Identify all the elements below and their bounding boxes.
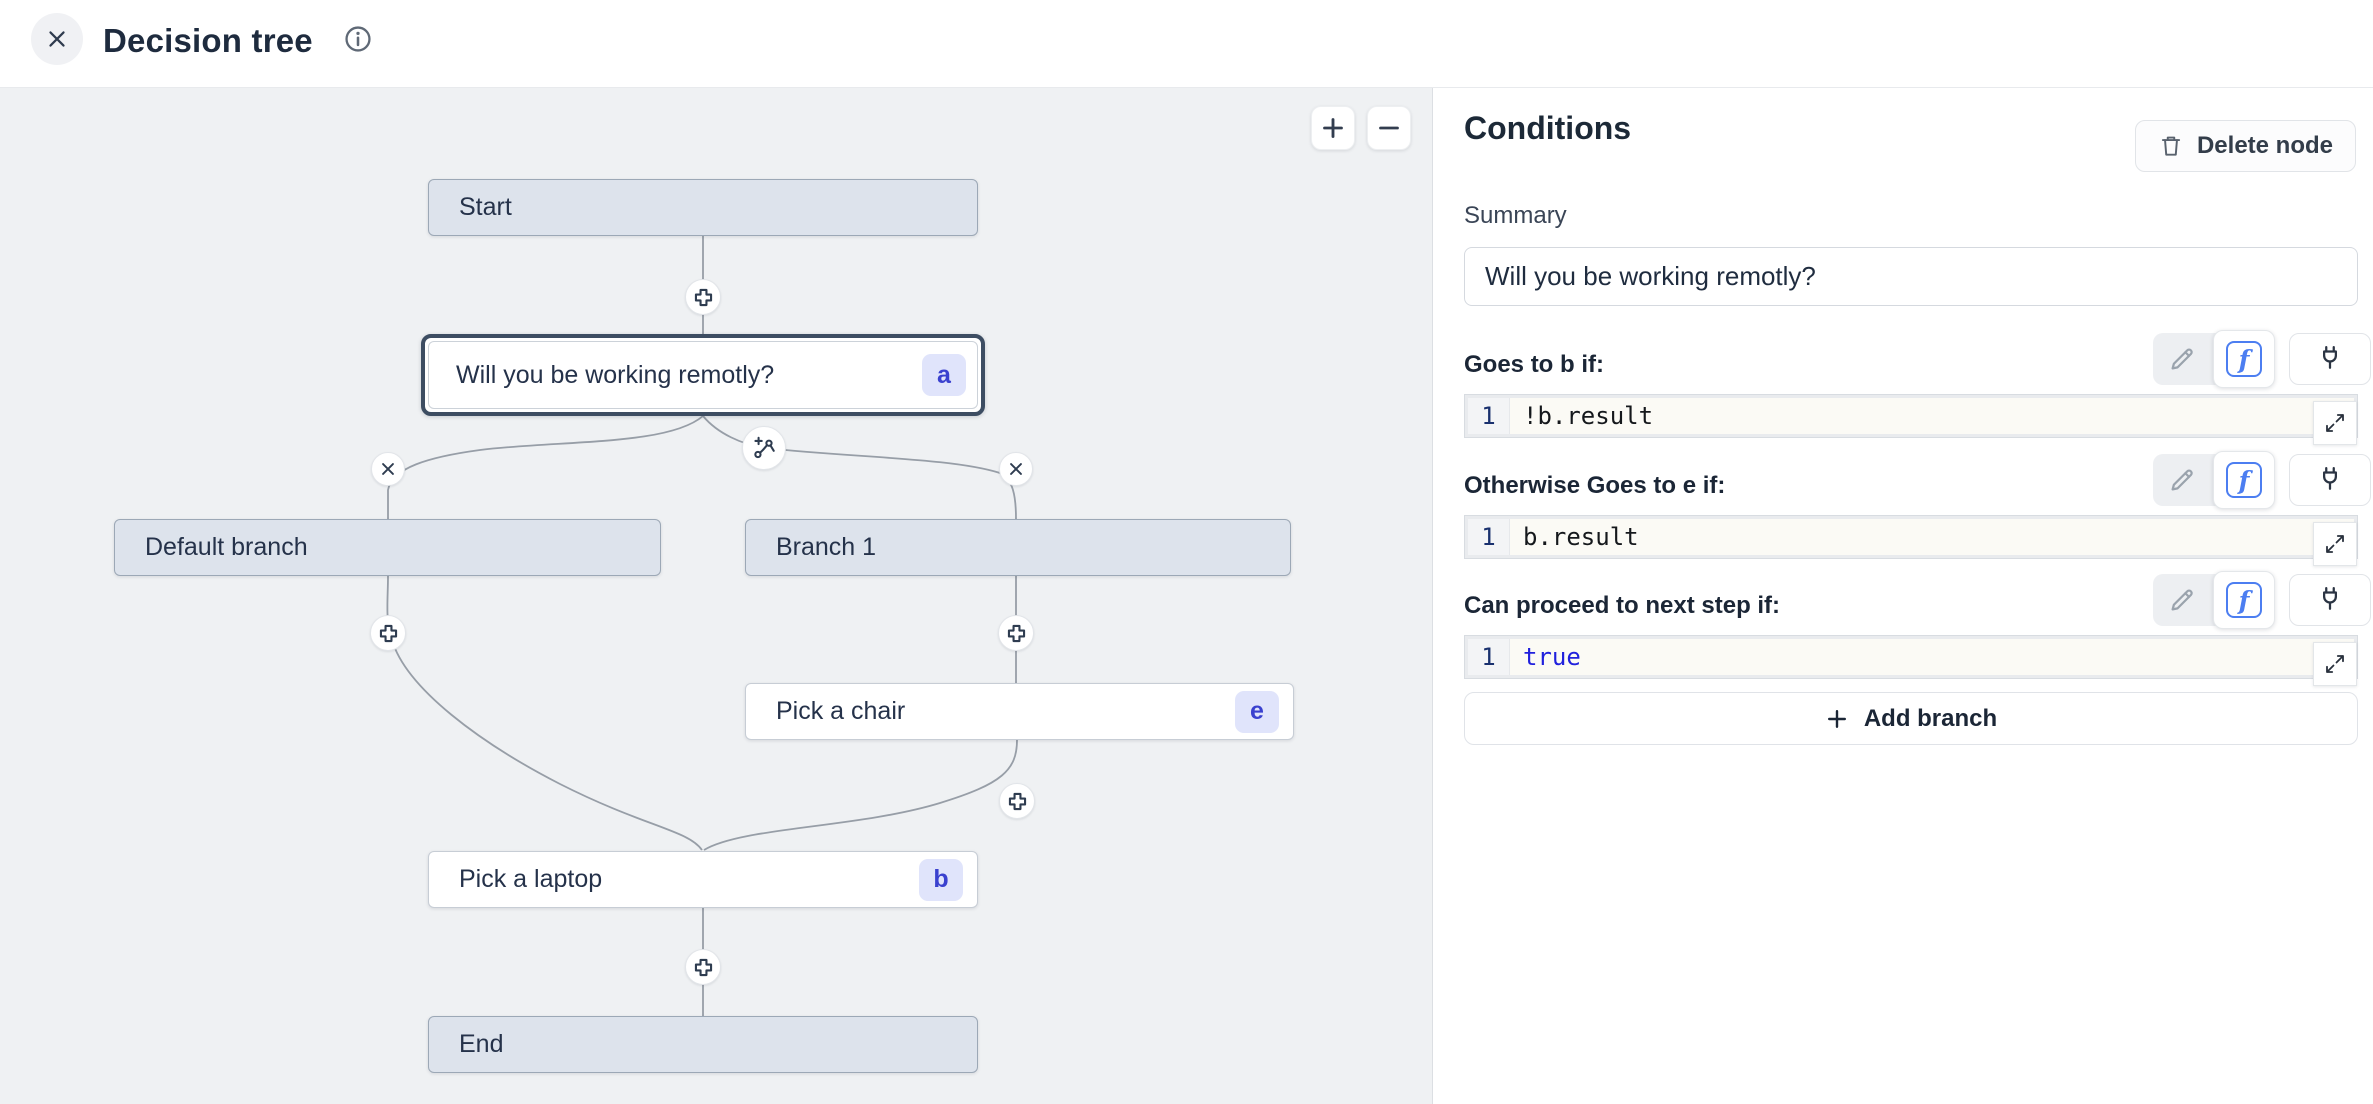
function-mode-button[interactable]: f xyxy=(2213,451,2275,509)
summary-label: Summary xyxy=(1464,202,1567,229)
node-pick-chair[interactable]: Pick a chair e xyxy=(745,683,1294,740)
trash-icon xyxy=(2161,136,2181,156)
pencil-icon[interactable] xyxy=(2167,344,2197,374)
node-end[interactable]: End xyxy=(428,1016,978,1073)
code-text[interactable]: b.result xyxy=(1510,519,2354,555)
line-number: 1 xyxy=(1468,398,1510,434)
code-text[interactable]: !b.result xyxy=(1510,398,2354,434)
plug-icon xyxy=(2323,587,2337,610)
editor-mode-toggle[interactable]: f xyxy=(2153,451,2275,509)
expand-arrows-icon xyxy=(2326,655,2344,673)
delete-branch-button[interactable] xyxy=(371,452,405,486)
condition-goes-to-b: f Goes to b if: 1 !b.result xyxy=(1464,330,2371,445)
plus-outline-icon xyxy=(1008,792,1026,810)
zoom-in-button[interactable] xyxy=(1311,106,1355,150)
close-button[interactable] xyxy=(31,13,83,65)
plus-outline-icon xyxy=(694,288,712,306)
connect-button[interactable] xyxy=(2289,574,2371,626)
fx-icon: f xyxy=(2226,341,2262,377)
x-icon xyxy=(382,463,394,475)
close-icon xyxy=(49,31,65,47)
expand-arrows-icon xyxy=(2326,414,2344,432)
code-editor[interactable]: 1 true xyxy=(1464,635,2358,686)
node-start[interactable]: Start xyxy=(428,179,978,236)
node-label: Pick a chair xyxy=(776,697,906,725)
expand-editor-button[interactable] xyxy=(2313,642,2357,686)
add-branch-label: Add branch xyxy=(1863,704,1998,732)
condition-label: Goes to b if: xyxy=(1464,351,1604,378)
add-branch-button[interactable]: Add branch xyxy=(1464,692,2358,745)
condition-can-proceed: f Can proceed to next step if: 1 true xyxy=(1464,571,2371,686)
expand-arrows-icon xyxy=(2326,535,2344,553)
plug-icon xyxy=(2323,467,2337,490)
plus-outline-icon xyxy=(1007,624,1025,642)
connect-button[interactable] xyxy=(2289,454,2371,506)
node-label: End xyxy=(459,1030,504,1058)
add-node-button[interactable] xyxy=(999,783,1035,819)
add-node-button[interactable] xyxy=(685,949,721,985)
code-editor[interactable]: 1 b.result xyxy=(1464,515,2358,566)
node-label: Default branch xyxy=(145,533,308,561)
page-title: Decision tree xyxy=(103,22,313,59)
add-node-button[interactable] xyxy=(370,615,406,651)
pencil-icon[interactable] xyxy=(2167,465,2197,495)
branch-plus-icon xyxy=(754,436,775,459)
fx-icon: f xyxy=(2226,582,2262,618)
add-branch-split-button[interactable] xyxy=(742,426,786,470)
node-badge: b xyxy=(919,858,963,901)
function-mode-button[interactable]: f xyxy=(2213,330,2275,388)
code-text[interactable]: true xyxy=(1510,639,2354,675)
delete-node-button[interactable]: Delete node xyxy=(2134,120,2356,172)
node-badge: e xyxy=(1235,690,1279,733)
flow-canvas[interactable]: Start Will you be working remotly? a Def… xyxy=(0,88,1433,1104)
delete-node-label: Delete node xyxy=(2196,132,2333,159)
connect-button[interactable] xyxy=(2289,333,2371,385)
condition-goes-to-e: f Otherwise Goes to e if: 1 b.result xyxy=(1464,451,2371,566)
x-icon xyxy=(1010,463,1022,475)
node-label: Start xyxy=(459,193,512,221)
node-default-branch[interactable]: Default branch xyxy=(114,519,661,576)
conditions-panel: Conditions Delete node Summary xyxy=(1433,88,2373,1104)
editor-mode-toggle[interactable]: f xyxy=(2153,330,2275,388)
panel-title: Conditions xyxy=(1464,110,1632,146)
node-question-selected[interactable]: Will you be working remotly? a xyxy=(421,334,985,416)
fx-icon: f xyxy=(2226,462,2262,498)
expand-editor-button[interactable] xyxy=(2313,522,2357,566)
node-label: Will you be working remotly? xyxy=(456,360,775,389)
plus-icon xyxy=(1827,709,1846,728)
plug-icon xyxy=(2323,346,2337,369)
expand-editor-button[interactable] xyxy=(2313,401,2357,445)
node-label: Branch 1 xyxy=(776,533,877,561)
node-label: Pick a laptop xyxy=(459,865,603,893)
node-branch-1[interactable]: Branch 1 xyxy=(745,519,1291,576)
line-number: 1 xyxy=(1468,639,1510,675)
pencil-icon[interactable] xyxy=(2167,585,2197,615)
editor-mode-toggle[interactable]: f xyxy=(2153,571,2275,629)
code-editor[interactable]: 1 !b.result xyxy=(1464,394,2358,445)
plus-icon xyxy=(1323,118,1343,138)
minus-icon xyxy=(1379,126,1399,130)
flow-edges xyxy=(386,236,1018,1016)
plus-outline-icon xyxy=(379,624,397,642)
delete-branch-button[interactable] xyxy=(999,452,1033,486)
condition-label: Otherwise Goes to e if: xyxy=(1464,472,1726,499)
node-badge: a xyxy=(922,354,966,396)
info-icon[interactable] xyxy=(344,25,372,58)
app-header: Decision tree xyxy=(0,0,2373,88)
condition-label: Can proceed to next step if: xyxy=(1464,592,1781,619)
plus-outline-icon xyxy=(694,958,712,976)
line-number: 1 xyxy=(1468,519,1510,555)
node-pick-laptop[interactable]: Pick a laptop b xyxy=(428,851,978,908)
function-mode-button[interactable]: f xyxy=(2213,571,2275,629)
add-node-button[interactable] xyxy=(998,615,1034,651)
summary-input[interactable] xyxy=(1464,247,2358,306)
zoom-out-button[interactable] xyxy=(1367,106,1411,150)
add-node-button[interactable] xyxy=(685,279,721,315)
